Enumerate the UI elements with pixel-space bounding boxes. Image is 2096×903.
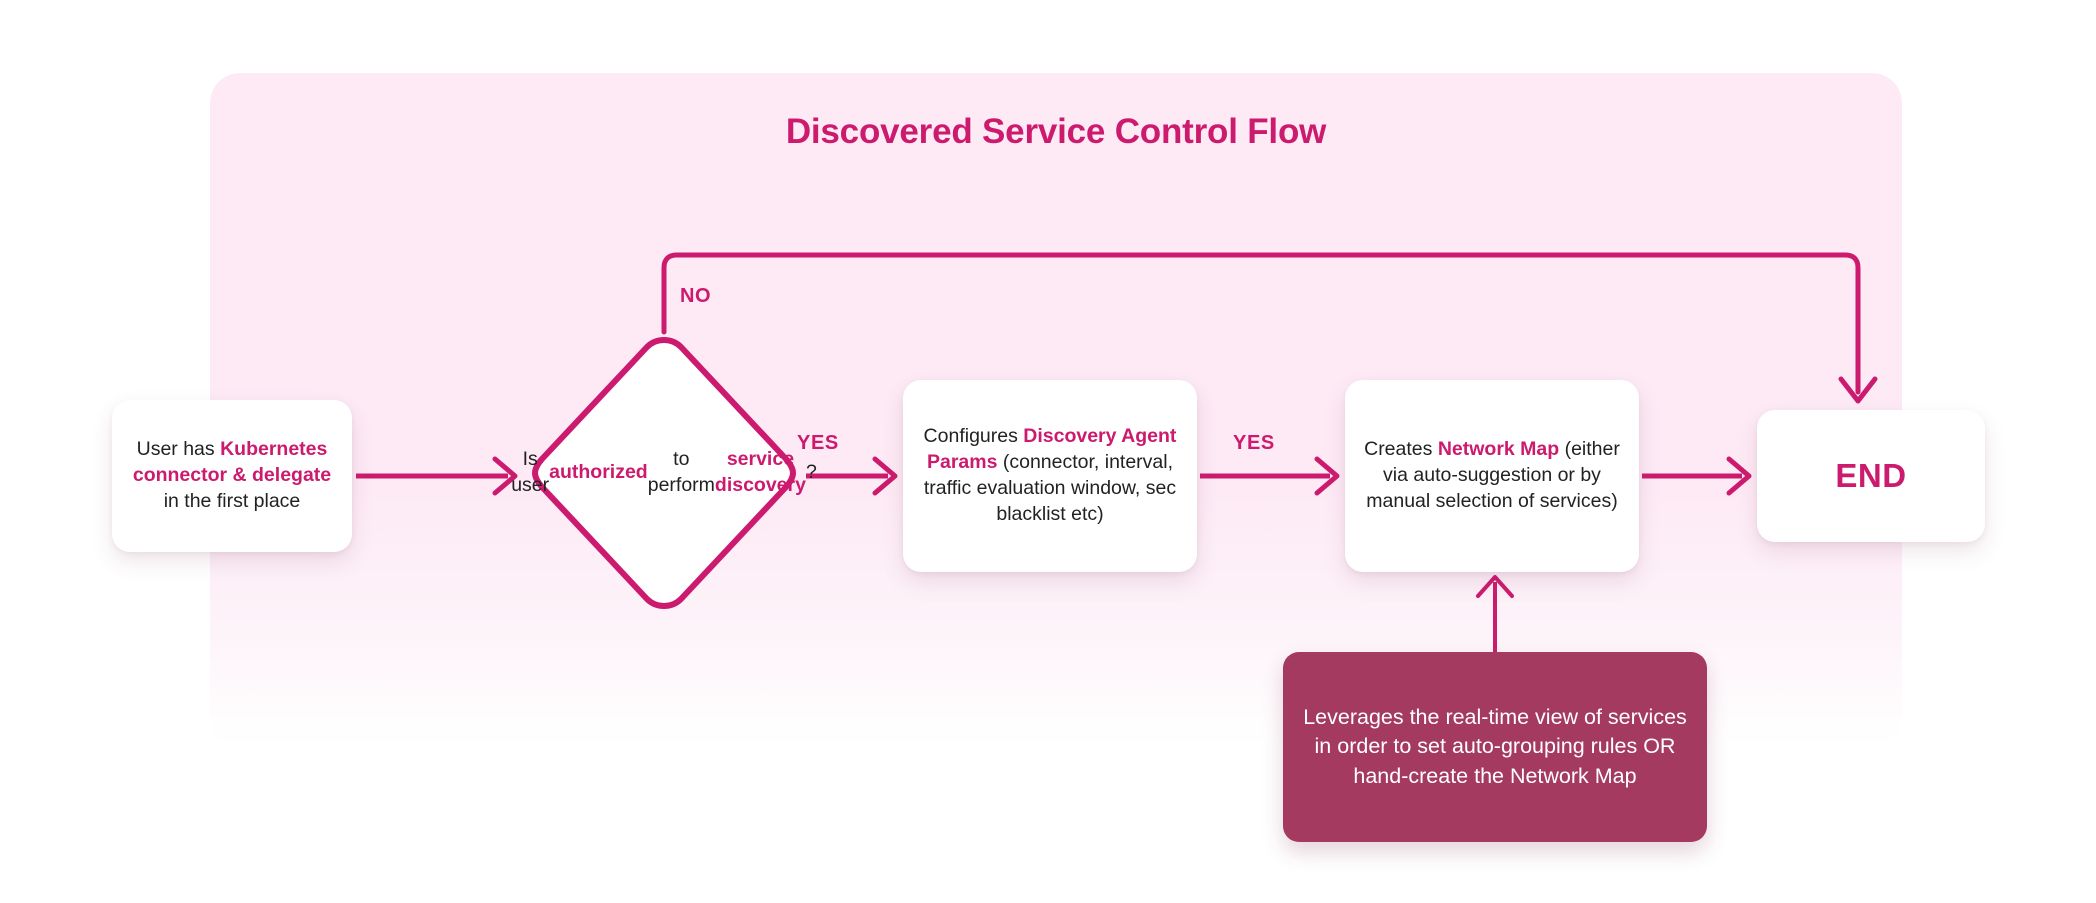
node-note-text: Leverages the real-time view of services… [1303,705,1687,788]
decision-diamond-shape [532,337,796,609]
node-network-map: Creates Network Map (either via auto-sug… [1345,380,1639,572]
node-configure-text: Configures Discovery Agent Params (conne… [923,425,1177,525]
node-network-map-text: Creates Network Map (either via auto-sug… [1364,438,1620,512]
node-note-annotation: Leverages the real-time view of services… [1283,652,1707,842]
page-title: Discovered Service Control Flow [785,112,1327,151]
edge-label-yes-2: YES [1233,432,1275,454]
node-end: END [1757,410,1985,542]
node-configure: Configures Discovery Agent Params (conne… [903,380,1197,572]
edge-label-yes-1: YES [797,432,839,454]
node-decision: Is user authorized to perform service di… [511,328,817,618]
edge-label-no: NO [680,285,712,307]
node-end-label: END [1835,457,1907,495]
node-start: User has Kubernetes connector & delegate… [112,400,352,552]
node-start-text: User has Kubernetes connector & delegate… [132,438,332,512]
